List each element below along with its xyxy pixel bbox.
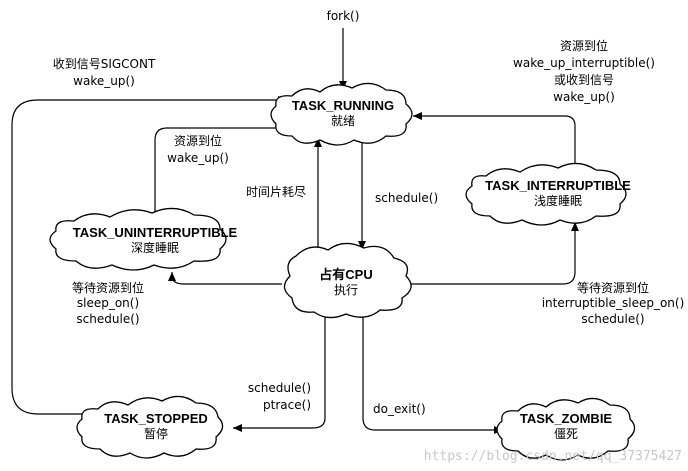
label-sigcont-2: wake_up(): [73, 74, 135, 88]
edge-exit: [362, 316, 503, 434]
label-wait-unintr-2: sleep_on(): [77, 296, 139, 310]
state-interruptible-sub: 浅度睡眠: [534, 193, 582, 208]
state-zombie: TASK_ZOMBIE 僵死: [496, 397, 636, 461]
label-wait-intr-3: schedule(): [581, 312, 644, 326]
label-wait-intr-2: interruptible_sleep_on(): [542, 296, 685, 310]
label-wait-intr-1: 等待资源到位: [577, 280, 649, 295]
watermark: https://blog.csdn.net/qq_37375427: [424, 449, 682, 464]
label-resource-unintr-1: 资源到位: [174, 133, 222, 148]
label-resource-unintr-2: wake_up(): [167, 151, 229, 165]
state-running: TASK_RUNNING 就绪: [270, 82, 413, 146]
state-cpu: 占有CPU 执行: [283, 242, 412, 319]
state-stopped: TASK_STOPPED 暂停: [76, 395, 224, 459]
label-resource-intr-4: wake_up(): [553, 90, 615, 104]
label-resource-intr-3: 或收到信号: [554, 73, 614, 87]
state-uninterruptible-sub: 深度睡眠: [131, 240, 179, 255]
label-stop-2: ptrace(): [263, 398, 311, 412]
state-cpu-name: 占有CPU: [319, 267, 372, 282]
state-zombie-sub: 僵死: [554, 427, 578, 441]
label-timeslice: 时间片耗尽: [246, 185, 306, 199]
label-resource-intr-2: wake_up_interruptible(): [513, 56, 655, 70]
state-uninterruptible-name: TASK_UNINTERRUPTIBLE: [73, 225, 238, 240]
state-stopped-name: TASK_STOPPED: [104, 411, 208, 426]
edge-interruptible-sleep: [410, 222, 579, 285]
edge-wake-uninterruptible: [154, 124, 292, 212]
state-interruptible-name: TASK_INTERRUPTIBLE: [485, 178, 631, 193]
state-running-name: TASK_RUNNING: [292, 98, 394, 113]
state-zombie-name: TASK_ZOMBIE: [520, 411, 613, 426]
state-interruptible: TASK_INTERRUPTIBLE 浅度睡眠: [465, 162, 631, 226]
label-sigcont-1: 收到信号SIGCONT: [53, 57, 156, 71]
label-wait-unintr-1: 等待资源到位: [72, 280, 144, 295]
label-resource-intr-1: 资源到位: [560, 38, 608, 53]
state-stopped-sub: 暂停: [144, 426, 168, 441]
state-cpu-sub: 执行: [334, 283, 358, 297]
label-fork: fork(): [327, 9, 360, 23]
edge-sigcont: [11, 96, 287, 415]
state-uninterruptible: TASK_UNINTERRUPTIBLE 深度睡眠: [49, 207, 238, 271]
state-running-sub: 就绪: [331, 114, 355, 128]
edges: [11, 28, 579, 434]
edge-sleep-on: [168, 272, 282, 285]
label-exit: do_exit(): [373, 402, 426, 416]
edge-stop: [233, 308, 326, 432]
edge-wake-interruptible: [413, 112, 576, 170]
label-schedule: schedule(): [375, 191, 438, 205]
label-wait-unintr-3: schedule(): [76, 312, 139, 326]
label-stop-1: schedule(): [248, 381, 311, 395]
